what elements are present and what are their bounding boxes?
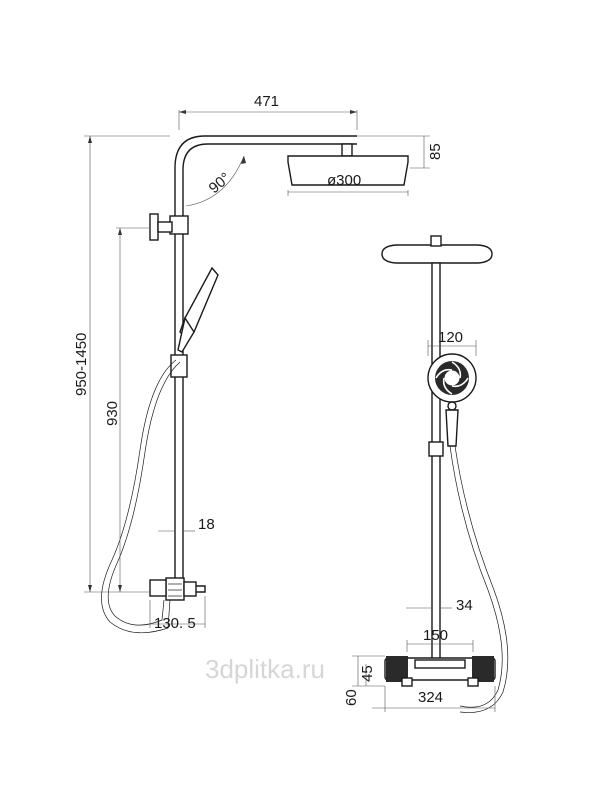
mixer-shelf bbox=[414, 659, 466, 669]
dim-holder-height: 930 bbox=[104, 401, 121, 426]
arm-connector bbox=[341, 143, 353, 157]
dim-pipe-offset: 34 bbox=[456, 597, 473, 614]
front-dimensions: 120 34 150 60 45 324 bbox=[343, 329, 496, 712]
hand-shower-handle-front bbox=[445, 409, 459, 447]
dim-handshower-diameter: 120 bbox=[438, 329, 463, 346]
mixer-outlet-right bbox=[467, 677, 479, 687]
dim-head-height: 85 bbox=[427, 143, 444, 160]
rain-head-front bbox=[381, 244, 493, 264]
hand-shower-handle bbox=[177, 316, 195, 353]
wall-bracket bbox=[149, 213, 159, 241]
rain-head-side bbox=[287, 155, 409, 186]
dim-mixer-height-a: 60 bbox=[343, 689, 360, 706]
dim-arm-length: 471 bbox=[254, 93, 279, 110]
holder-collar-front bbox=[428, 441, 444, 457]
hand-shower-button bbox=[447, 401, 457, 411]
dim-head-diameter: ø300 bbox=[327, 172, 361, 189]
dim-pipe-diameter: 18 bbox=[198, 516, 215, 533]
dim-mixer-height-b: 45 bbox=[359, 665, 376, 682]
dim-angle: 90° bbox=[206, 169, 234, 197]
hose bbox=[101, 359, 177, 634]
mixer-handle-right bbox=[472, 656, 494, 682]
riser-front bbox=[431, 262, 441, 664]
mixer-outlet-left bbox=[401, 677, 413, 687]
wall-bracket-arm bbox=[157, 221, 173, 233]
dim-total-height: 950-1450 bbox=[73, 333, 90, 396]
watermark: 3dplitka.ru bbox=[205, 654, 325, 684]
hand-shower-swirl bbox=[435, 361, 469, 395]
dim-mixer-depth: 130. 5 bbox=[154, 615, 196, 632]
side-view bbox=[101, 135, 409, 634]
mixer-handle-left bbox=[386, 656, 408, 682]
hand-shower-holder bbox=[170, 354, 188, 378]
hose-front bbox=[449, 445, 503, 708]
hose-front-inner bbox=[454, 445, 509, 713]
hand-shower-center bbox=[443, 369, 461, 387]
dim-mixer-width: 324 bbox=[418, 689, 443, 706]
hose-inner bbox=[107, 361, 181, 626]
mixer-spout bbox=[196, 585, 206, 593]
mixer-bar-front bbox=[384, 657, 496, 681]
riser-pipe bbox=[174, 220, 184, 580]
rain-head-connector bbox=[430, 235, 442, 247]
front-view bbox=[381, 235, 509, 713]
shower-arm bbox=[174, 135, 357, 220]
mixer-knob-side bbox=[183, 581, 197, 597]
dim-mixer-centers: 150 bbox=[423, 627, 448, 644]
mixer-wall-plate bbox=[149, 579, 167, 597]
mixer-body-side bbox=[165, 577, 185, 601]
